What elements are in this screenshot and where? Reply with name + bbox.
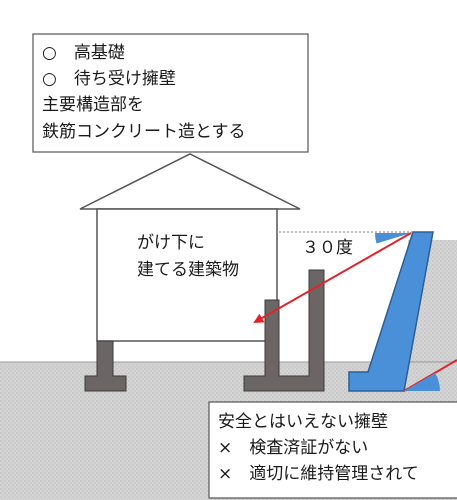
bottom-note-line-2: × 検査済証がない (218, 438, 368, 458)
bottom-note-line-1: 安全とはいえない擁壁 (218, 412, 388, 432)
left-foundation (84, 340, 127, 392)
house-label-line-2: 建てる建築物 (137, 260, 239, 280)
bottom-note-line-3: × 適切に維持管理されて (218, 464, 419, 484)
retaining-wall (348, 231, 434, 392)
right-high-foundation (243, 269, 325, 392)
lower-angle-line (403, 359, 457, 392)
angle-marker-top (374, 233, 411, 244)
angle-marker-bottom (404, 373, 441, 391)
house-roof (79, 153, 301, 210)
top-note-line-1: ○ 高基礎 (42, 43, 125, 63)
bottom-note-box (208, 401, 457, 499)
top-note-line-3: 主要構造部を (42, 95, 144, 115)
house-label-line-1: がけ下に (137, 233, 205, 253)
house-body (96, 208, 278, 342)
angle-label: ３０度 (302, 238, 353, 258)
top-note-box (32, 33, 309, 153)
top-note-line-2: ○ 待ち受け擁壁 (42, 69, 176, 89)
top-note-line-4: 鉄筋コンクリート造とする (42, 122, 246, 142)
angle-arrow (253, 232, 412, 323)
